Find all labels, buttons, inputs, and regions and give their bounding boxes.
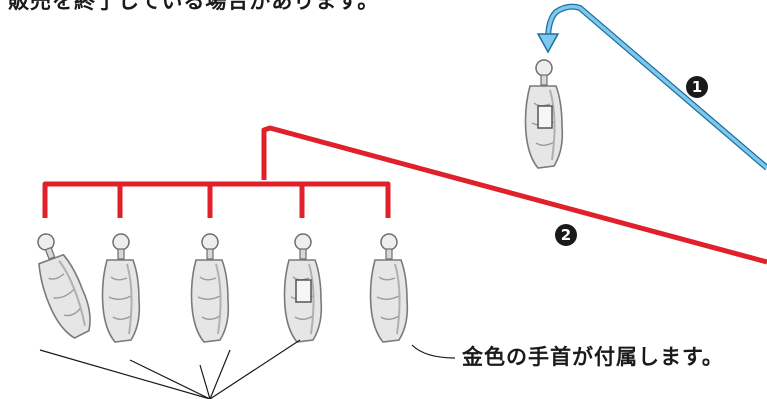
hand-part-icon: [283, 233, 323, 343]
availability-note-line2: 販売を終了している場合があります。: [8, 0, 380, 13]
leader-lines: [39, 339, 456, 399]
blue-connector-line-1: [545, 3, 767, 171]
arrow-head-icon: [536, 33, 560, 54]
hand-part-icon: [101, 233, 141, 343]
hand-part-icon: [190, 233, 230, 343]
hand-part-icon: [524, 59, 564, 169]
number-badge-2: 2: [555, 224, 577, 246]
gold-wrist-note: 金色の手首が付属します。: [462, 345, 724, 369]
hand-part-icon: [369, 233, 409, 343]
hand-part-icon: [24, 227, 99, 344]
number-badge-1: 1: [686, 76, 708, 98]
red-connector-line-2: [261, 125, 767, 265]
red-bracket: [42, 181, 391, 218]
availability-note: 販売を終了している場合があります。: [8, 0, 379, 15]
